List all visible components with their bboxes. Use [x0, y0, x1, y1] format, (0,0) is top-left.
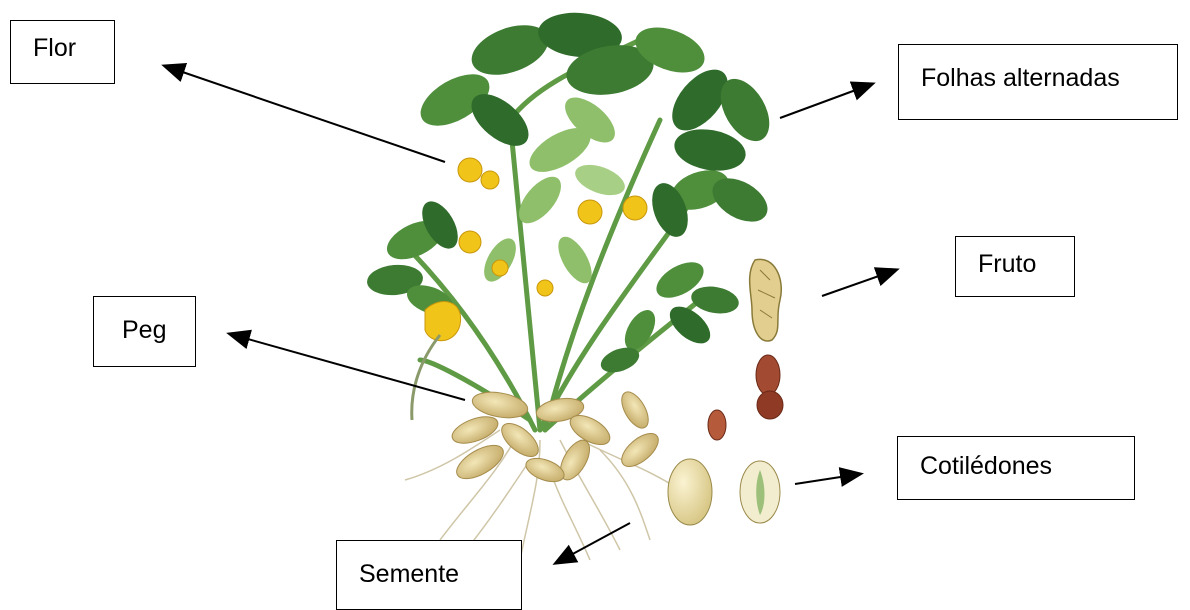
label-flor: Flor: [10, 20, 115, 84]
label-semente: Semente: [336, 540, 522, 610]
arrow-cotiledones: [795, 474, 860, 484]
arrow-peg: [230, 334, 465, 400]
pods: [449, 388, 664, 487]
label-peg: Peg: [93, 296, 196, 367]
label-peg-text: Peg: [122, 316, 166, 344]
arrow-folhas: [780, 84, 872, 118]
label-cotiledones: Cotilédones: [897, 436, 1135, 500]
label-cotiledones-text: Cotilédones: [920, 452, 1052, 480]
seed-detail: [668, 459, 780, 525]
label-fruto: Fruto: [955, 236, 1075, 297]
label-folhas-alternadas: Folhas alternadas: [898, 44, 1178, 120]
label-fruto-text: Fruto: [978, 250, 1036, 278]
label-semente-text: Semente: [359, 560, 459, 588]
arrow-fruto: [822, 270, 896, 296]
label-flor-text: Flor: [33, 34, 76, 62]
arrow-flor: [165, 66, 445, 162]
arrow-semente: [556, 523, 630, 563]
label-folhas-text: Folhas alternadas: [921, 64, 1120, 92]
peg-stalk: [412, 335, 440, 420]
fruit-detail: [708, 259, 783, 440]
